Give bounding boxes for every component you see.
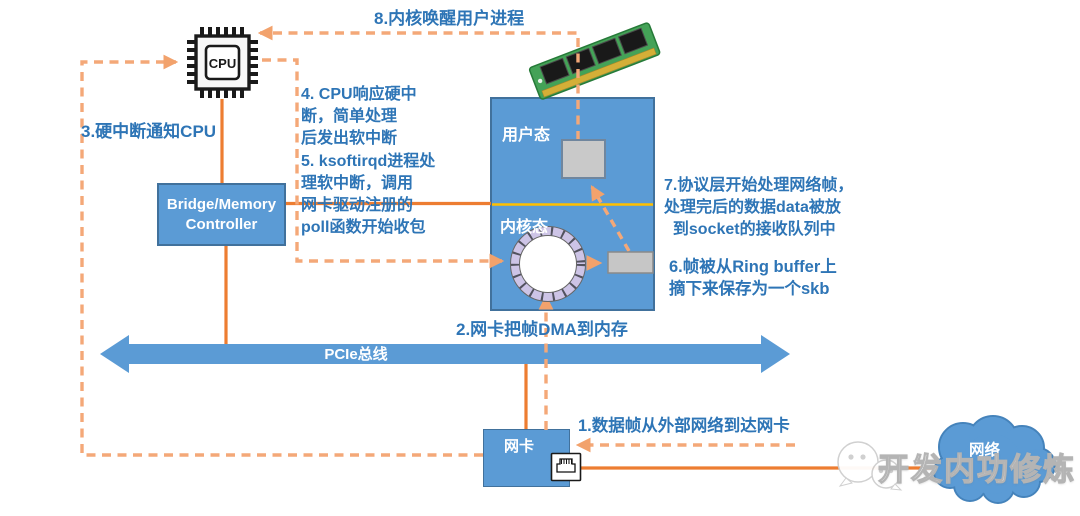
user-mode-label: 用户态 <box>502 127 551 144</box>
pcie-bus-arrow <box>100 335 790 373</box>
step5-label: 5. ksoftirqd进程处 理软中断，调用 网卡驱动注册的 poll函数开始… <box>301 153 436 236</box>
step4-label: 4. CPU响应硬中 断，简单处理 后发出软中断 <box>301 86 417 147</box>
bridge-memory-controller-box: Bridge/Memory Controller <box>157 183 286 246</box>
step1-label: 1.数据帧从外部网络到达网卡 <box>578 417 790 435</box>
nic-label: 网卡 <box>504 438 535 455</box>
ram-stick-icon <box>528 22 661 100</box>
step7-label: 7.协议层开始处理网络帧， 处理完后的数据data被放 到socket的接收队列… <box>664 177 854 238</box>
step2-label: 2.网卡把帧DMA到内存 <box>456 320 628 339</box>
kernel-mode-label: 内核态 <box>500 219 549 236</box>
cpu-label: CPU <box>209 56 236 71</box>
cpu-chip-icon: CPU <box>187 27 258 98</box>
step8-label: 8.内核唤醒用户进程 <box>374 9 525 28</box>
step3-label: 3.硬中断通知CPU <box>81 122 217 141</box>
step6-label: 6.帧被从Ring buffer上 摘下来保存为一个skb <box>669 258 837 298</box>
bridge-memory-controller-label: Bridge/Memory Controller <box>166 195 277 233</box>
watermark-text: 开发内功修炼 <box>877 451 1076 487</box>
pcie-bus-label: PCIe总线 <box>324 346 388 363</box>
